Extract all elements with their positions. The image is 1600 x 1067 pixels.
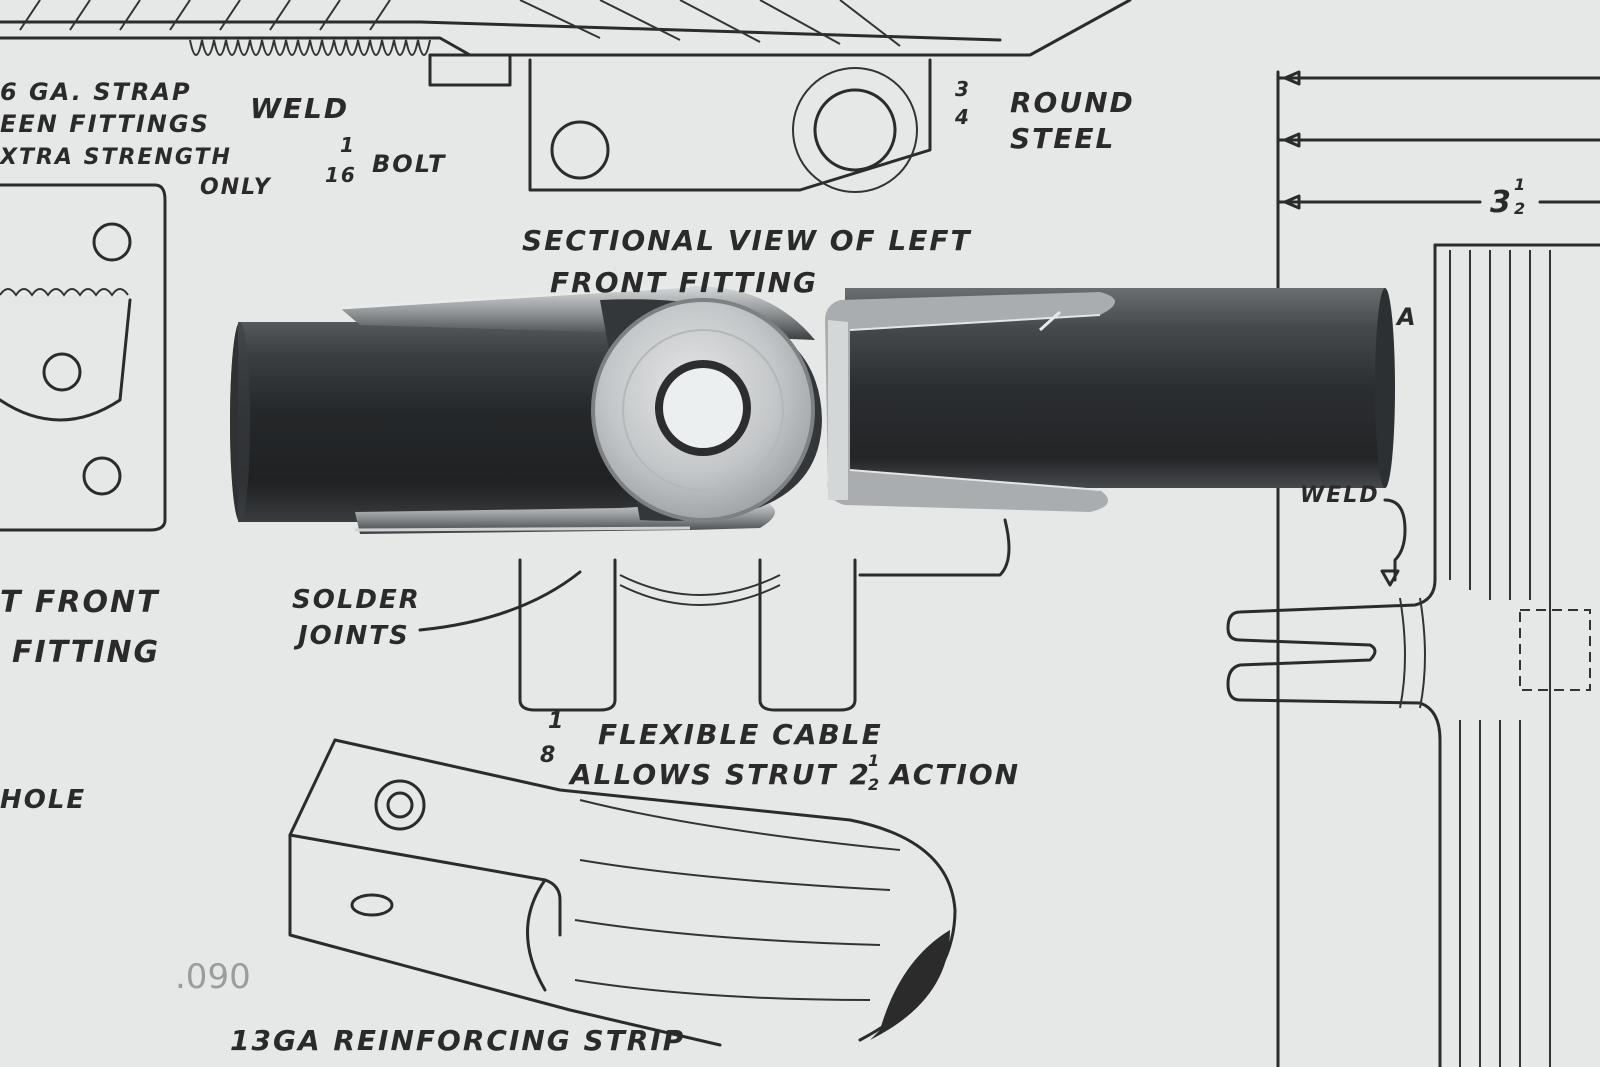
right-tube-fitting: [825, 288, 1395, 512]
label-strap-2: EEN FITTINGS: [0, 110, 210, 138]
label-section-2: FRONT FITTING: [550, 266, 818, 299]
top-left-fitting-drawing: [0, 0, 1132, 532]
label-cable-frac-den: 2: [868, 775, 881, 794]
label-cable-1: FLEXIBLE CABLE: [598, 718, 883, 751]
label-weld-right: WELD: [1300, 483, 1380, 508]
label-front-2: FITTING: [12, 635, 160, 670]
right-strut-drawing: [1226, 70, 1600, 1067]
label-strap-4: ONLY: [200, 175, 272, 200]
label-hole: HOLE: [0, 785, 86, 815]
label-bolt-text: BOLT: [372, 150, 446, 178]
label-thickness: .090: [175, 957, 251, 997]
label-cable-2: ALLOWS STRUT 2: [568, 758, 871, 791]
label-round-num: 3: [955, 77, 971, 101]
label-dim-num: 1: [1514, 175, 1527, 194]
label-strap-3: XTRA STRENGTH: [0, 145, 232, 170]
label-weld-top: WELD: [250, 92, 349, 125]
label-cable-3: ACTION: [888, 758, 1020, 791]
label-section-1: SECTIONAL VIEW OF LEFT: [522, 224, 972, 257]
label-dim-den: 2: [1514, 199, 1527, 218]
bottom-reinforcing-strip-drawing: [288, 518, 1011, 1047]
label-solder-1: SOLDER: [292, 585, 421, 615]
label-dim-whole: 3: [1490, 185, 1513, 220]
label-front-1: T FRONT: [0, 585, 160, 620]
label-bolt-num: 1: [340, 133, 356, 157]
handwritten-labels: 6 GA. STRAP EEN FITTINGS XTRA STRENGTH O…: [0, 77, 1527, 1057]
label-cable-den: 8: [540, 743, 557, 768]
left-tube-fitting: [230, 284, 822, 534]
label-reinforcing: 13GA REINFORCING STRIP: [230, 1024, 685, 1057]
label-cable-frac-num: 1: [868, 751, 881, 770]
label-letter-a: A: [1395, 303, 1418, 331]
label-bolt-den: 16: [325, 163, 357, 187]
label-solder-2: JOINTS: [293, 621, 410, 651]
label-round-1: ROUND: [1010, 86, 1135, 119]
label-strap-1: 6 GA. STRAP: [0, 78, 192, 106]
label-round-den: 4: [954, 105, 971, 129]
label-round-2: STEEL: [1010, 122, 1115, 155]
label-cable-num: 1: [548, 709, 565, 734]
